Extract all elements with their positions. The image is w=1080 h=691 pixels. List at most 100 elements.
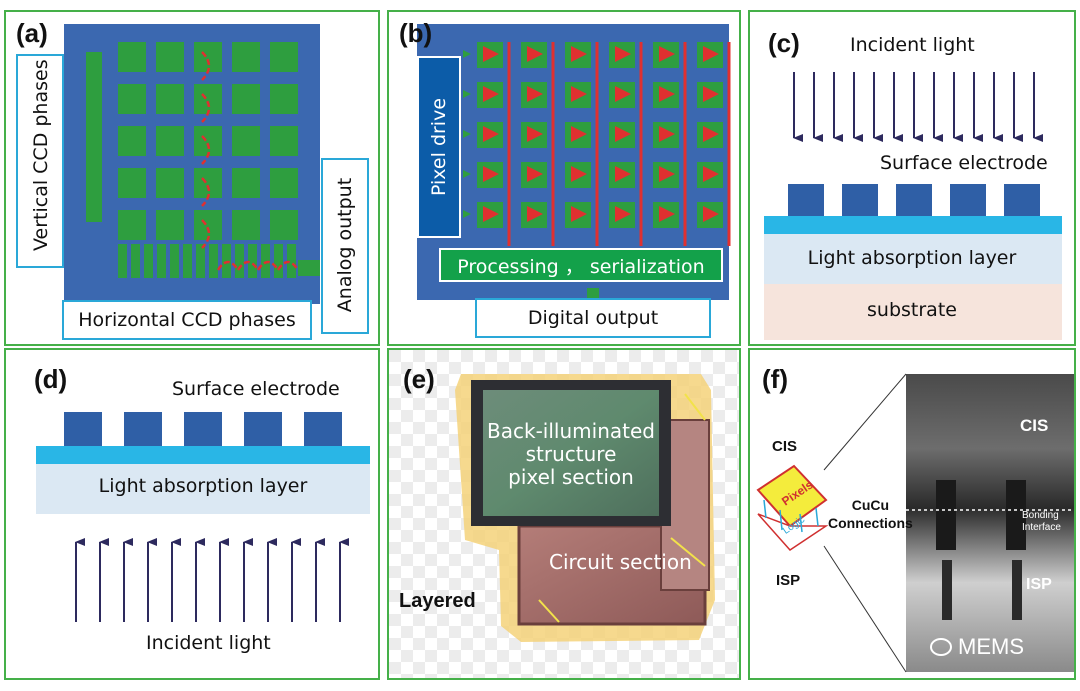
analog-output-box — [321, 158, 369, 334]
horizontal-register-cell — [235, 244, 244, 278]
drive-arrow — [463, 130, 471, 138]
ccd-pixel — [270, 42, 298, 72]
pixel-amplifier — [483, 206, 499, 222]
ccd-pixel — [118, 210, 146, 240]
horizontal-register-cell — [157, 244, 166, 278]
zoom-line — [823, 373, 907, 471]
vertical-transfer-arrow — [201, 135, 211, 165]
watermark-text: MEMS — [958, 634, 1024, 659]
ccd-pixel — [232, 210, 260, 240]
vertical-transfer-arrow — [201, 51, 211, 81]
surface-electrode — [950, 184, 986, 216]
charge-transfer-arrows — [201, 51, 300, 271]
bonding-interface-label: Bonding Interface — [1022, 510, 1061, 534]
horizontal-register-cell — [170, 244, 179, 278]
pixel-amplifier — [527, 206, 543, 222]
pixel-amplifier — [527, 166, 543, 182]
surface-electrode — [788, 184, 824, 216]
ccd-pixel — [270, 168, 298, 198]
ccd-pixel — [270, 210, 298, 240]
surface-electrode-label: Surface electrode — [880, 152, 1048, 174]
ccd-pixel — [156, 126, 184, 156]
ccd-pixel — [118, 84, 146, 114]
pixel-amplifier — [615, 166, 631, 182]
pixel-amplifier — [571, 166, 587, 182]
ccd-pixel — [156, 168, 184, 198]
cucu-label: CuCu Connections — [828, 496, 913, 532]
yellow-bond-arrow — [538, 599, 560, 623]
pixel-amplifier — [703, 166, 719, 182]
incident-light-label: Incident light — [146, 632, 271, 654]
substrate-label: substrate — [867, 299, 957, 321]
front-illuminated-diagram — [764, 72, 1062, 340]
vertical-transfer-arrow — [201, 177, 211, 207]
panel-f: (f) CIS Pixels Logic ISP — [748, 348, 1076, 680]
pixel-amplifier — [571, 206, 587, 222]
surface-electrode — [842, 184, 878, 216]
pixel-amplifier — [659, 126, 675, 142]
surface-electrode — [304, 412, 342, 446]
panel-c-label: (c) — [768, 28, 800, 58]
processing-box: Processing ， serialization — [439, 248, 723, 282]
analog-output-label: Analog output — [334, 177, 356, 313]
ccd-pixel — [232, 84, 260, 114]
ccd-pixel — [194, 210, 222, 240]
pixel-amplifier — [659, 166, 675, 182]
pixel-amplifier — [483, 46, 499, 62]
surface-electrode — [1004, 184, 1040, 216]
tem-via — [942, 560, 952, 620]
layered-label: Layered — [399, 590, 476, 612]
bi-label-line: structure — [525, 442, 617, 466]
pixel-amplifier — [659, 206, 675, 222]
circuit-section-label: Circuit section — [549, 550, 692, 574]
pixel-amplifier — [615, 126, 631, 142]
pixel-amplifier — [571, 46, 587, 62]
cucu-line: Connections — [828, 515, 913, 531]
vertical-ccd-label: Vertical CCD phases — [30, 59, 52, 251]
ccd-pixel-grid — [118, 42, 298, 240]
pixel-amplifier — [703, 46, 719, 62]
output-amplifier — [298, 260, 320, 276]
ccd-pixel — [156, 210, 184, 240]
ccd-pixel — [118, 168, 146, 198]
horizontal-transfer-arrow — [216, 260, 240, 271]
tem-bond-pillar — [936, 480, 956, 550]
pixel-amplifier — [483, 126, 499, 142]
isp-label: ISP — [776, 572, 801, 589]
pixel-amplifier — [483, 166, 499, 182]
ccd-pixel — [232, 168, 260, 198]
pixel-amplifier — [571, 126, 587, 142]
bonding-line: Interface — [1022, 522, 1061, 533]
panel-d-label: (d) — [34, 364, 68, 394]
layered-sensor-photo — [389, 350, 739, 678]
back-illuminated-diagram — [36, 412, 370, 622]
absorption-layer-label: Light absorption layer — [98, 475, 308, 497]
ccd-pixel — [156, 42, 184, 72]
pixel-array — [483, 390, 659, 516]
absorption-layer — [36, 464, 370, 514]
vertical-transfer-arrow — [201, 219, 211, 249]
cmos-pixel-grid — [463, 42, 731, 246]
panel-f-label: (f) — [762, 364, 788, 394]
horizontal-register-cell — [261, 244, 270, 278]
pixel-amplifier — [703, 206, 719, 222]
tem-isp-label: ISP — [1026, 576, 1052, 593]
drive-arrow — [463, 210, 471, 218]
bi-label-line: Back-illuminated — [487, 419, 655, 443]
stacked-chip-icon — [756, 464, 829, 551]
panel-b-label: (b) — [399, 18, 433, 48]
ccd-pixel — [270, 84, 298, 114]
pixel-drive-label: Pixel drive — [428, 97, 450, 197]
ccd-pixel — [232, 126, 260, 156]
cyan-layer — [764, 216, 1062, 234]
horizontal-register-cell — [196, 244, 205, 278]
panel-e: (e) Back-illuminat — [387, 348, 741, 680]
cucu-line: CuCu — [851, 497, 890, 513]
stacked-sensor-diagram — [756, 373, 1074, 673]
watermark: MEMS — [930, 634, 1024, 660]
surface-electrode — [124, 412, 162, 446]
ccd-pixel — [270, 126, 298, 156]
horizontal-register-cell — [131, 244, 140, 278]
incident-light-label: Incident light — [850, 34, 975, 56]
zoom-line — [823, 545, 907, 673]
